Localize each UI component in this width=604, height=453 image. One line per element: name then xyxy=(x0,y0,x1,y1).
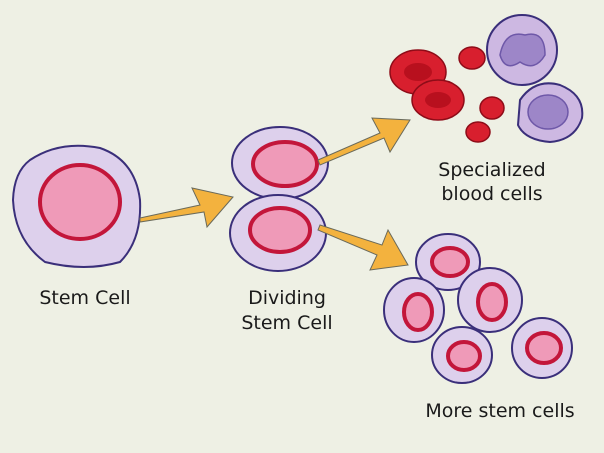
label-stem-cell: Stem Cell xyxy=(39,287,130,309)
stem-cell xyxy=(11,144,142,268)
more-stem-cells xyxy=(383,233,573,384)
arrow-to-blood-cells xyxy=(317,117,411,166)
label-specialized-line1: Specialized xyxy=(438,159,545,181)
label-dividing-line2: Stem Cell xyxy=(241,312,332,334)
arrow-to-dividing xyxy=(139,187,234,229)
stem-cell-nucleus xyxy=(38,163,122,241)
label-specialized-line2: blood cells xyxy=(441,183,542,205)
specialized-blood-cells xyxy=(389,14,584,144)
label-more-stem-cells: More stem cells xyxy=(425,400,574,422)
label-dividing-line1: Dividing xyxy=(248,287,326,309)
arrow-to-more-stem-cells xyxy=(317,224,409,271)
dividing-stem-cell xyxy=(229,126,329,272)
